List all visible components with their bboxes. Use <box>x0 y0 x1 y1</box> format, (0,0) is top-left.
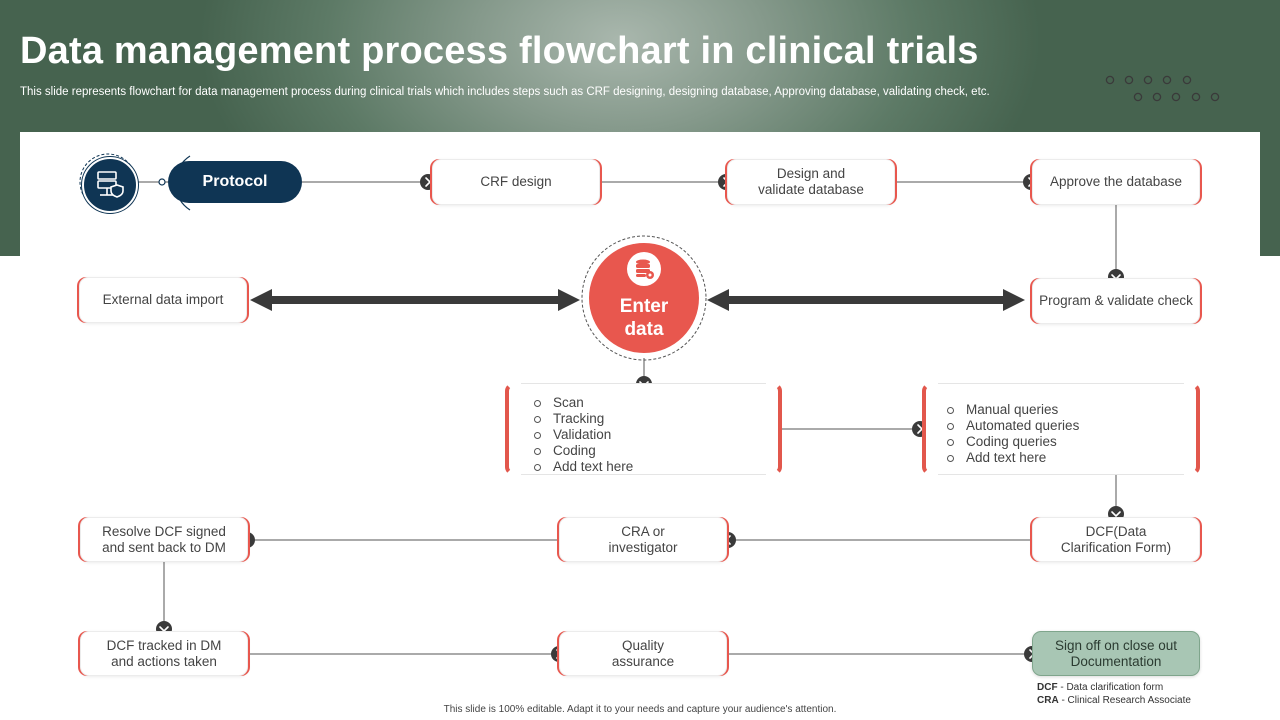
list-item: Coding queries <box>946 434 1079 450</box>
abbreviation-legend: DCF - Data clarification form CRA - Clin… <box>1037 681 1191 707</box>
legend-cra: CRA - Clinical Research Associate <box>1037 695 1191 706</box>
design-validate-database-node: Design and validate database <box>727 159 895 205</box>
enter-data-label: Enter data <box>619 296 669 340</box>
sign-off-node: Sign off on close out Documentation <box>1032 631 1200 676</box>
footer-note: This slide is 100% editable. Adapt it to… <box>443 704 837 715</box>
list-item: Validation <box>533 427 633 443</box>
dot-grid-icon <box>1105 75 1220 102</box>
enter-data-node: Enter data <box>589 243 699 353</box>
quality-assurance-node: Quality assurance <box>559 631 727 676</box>
protocol-node: Protocol <box>168 161 302 203</box>
external-data-import-node: External data import <box>79 277 247 323</box>
list-item: Coding <box>533 443 633 459</box>
approve-database-node: Approve the database <box>1032 159 1200 205</box>
program-validate-check-node: Program & validate check <box>1032 278 1200 324</box>
database-gear-icon <box>627 252 661 286</box>
list-item: Tracking <box>533 411 633 427</box>
list-item: Manual queries <box>946 402 1079 418</box>
page-subtitle: This slide represents flowchart for data… <box>20 86 990 98</box>
dcf-tracked-node: DCF tracked in DM and actions taken <box>80 631 248 676</box>
page-title: Data management process flowchart in cli… <box>20 30 979 72</box>
cra-investigator-node: CRA or investigator <box>559 517 727 562</box>
list-item: Add text here <box>946 450 1079 466</box>
resolve-dcf-node: Resolve DCF signed and sent back to DM <box>80 517 248 562</box>
list-item: Automated queries <box>946 418 1079 434</box>
server-shield-icon <box>82 157 138 213</box>
crf-design-node: CRF design <box>432 159 600 205</box>
dcf-form-node: DCF(Data Clarification Form) <box>1032 517 1200 562</box>
legend-dcf: DCF - Data clarification form <box>1037 682 1164 693</box>
list-item: Scan <box>533 395 633 411</box>
list-item: Add text here <box>533 459 633 475</box>
